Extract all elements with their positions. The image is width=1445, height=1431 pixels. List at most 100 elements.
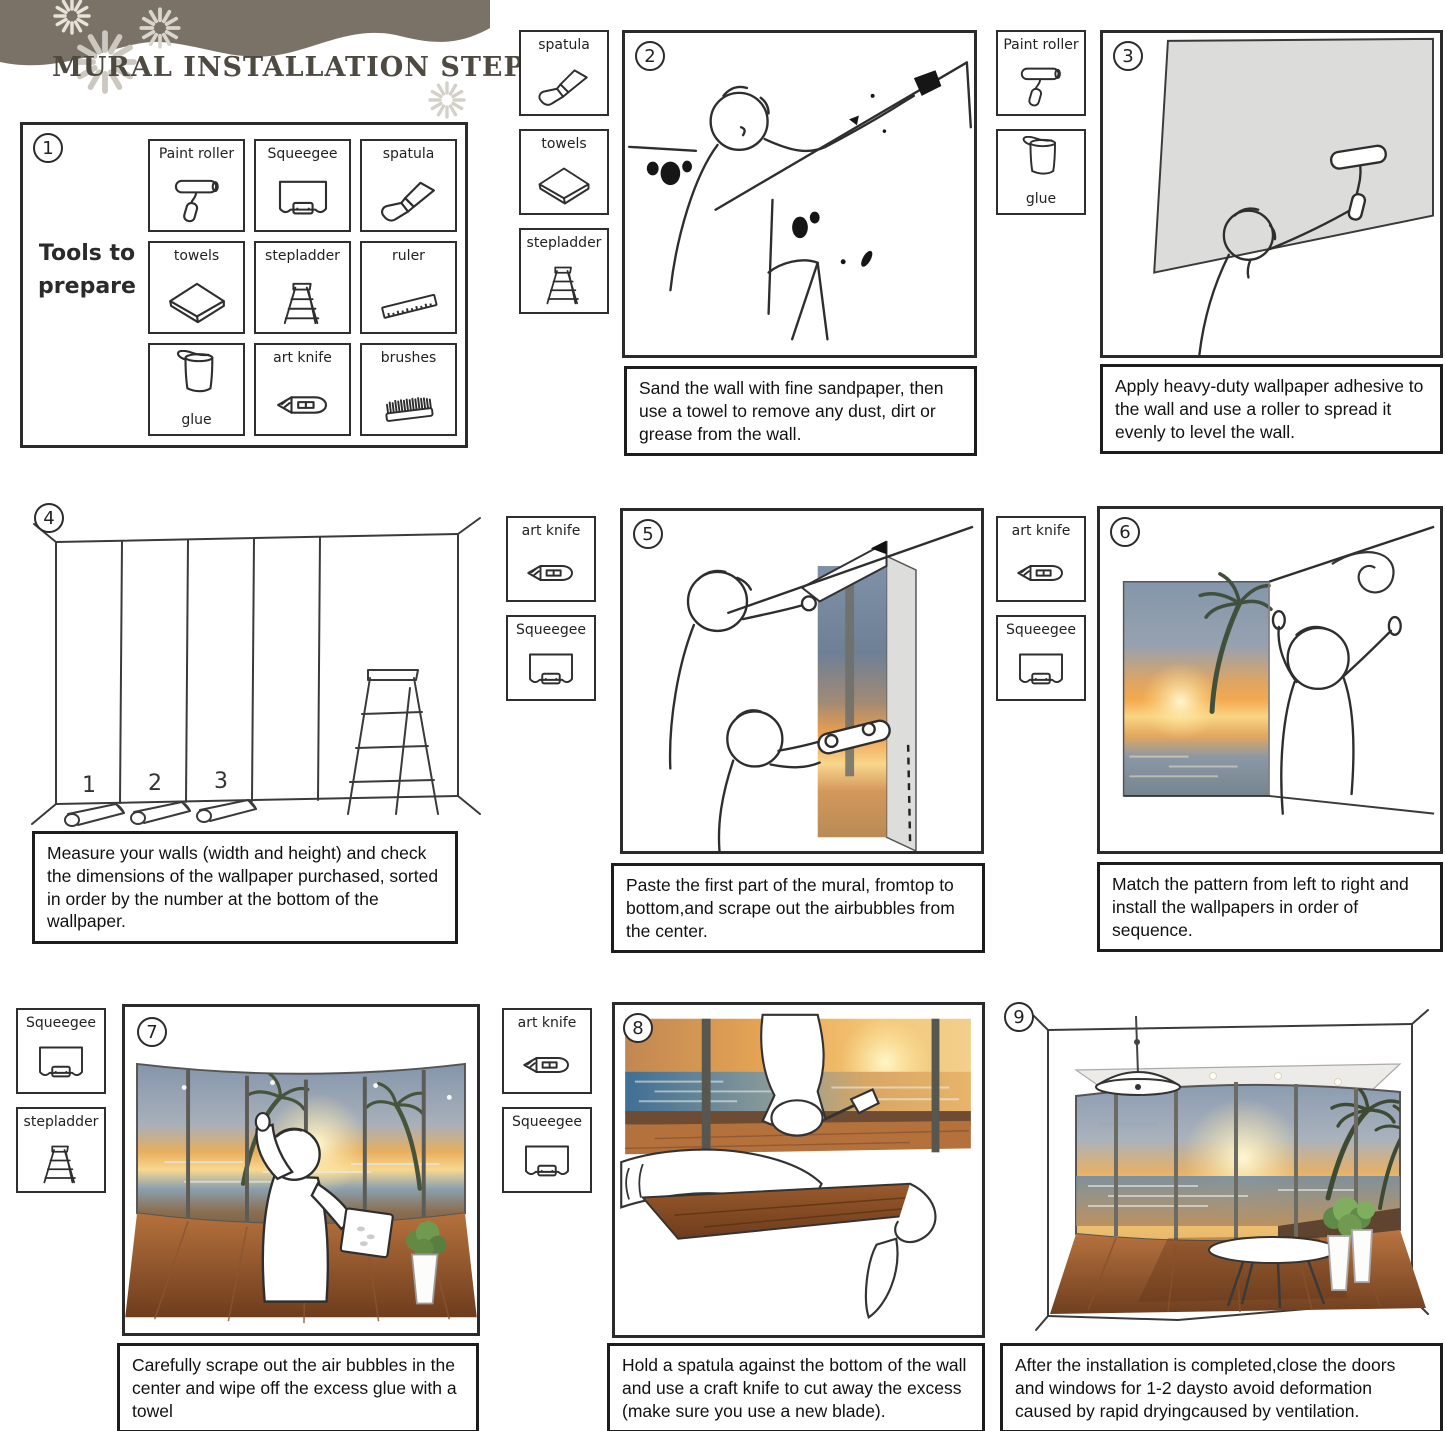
tool-label: stepladder	[23, 1114, 99, 1130]
measured-wall	[31, 517, 481, 825]
step-7-number: 7	[137, 1017, 167, 1047]
tool-label: art knife	[521, 523, 581, 539]
step-4-number: 4	[34, 503, 64, 533]
tool-card-art-knife: art knife	[996, 516, 1086, 602]
tool-card-ruler: ruler	[360, 241, 457, 334]
header-banner	[0, 0, 490, 119]
step-7-illustration	[125, 1062, 477, 1324]
tool-card-squeegee: Squeegee	[506, 615, 596, 701]
spatula-icon	[536, 66, 592, 108]
towel-icon	[166, 280, 228, 326]
step-9-illustration	[1033, 1009, 1429, 1331]
paint-roller	[1329, 144, 1387, 221]
squeegee-icon	[519, 1143, 575, 1185]
tool-card-squeegee: Squeegee	[254, 139, 351, 232]
tool-card-spatula: spatula	[519, 30, 609, 116]
step-9-caption: After the installation is completed,clos…	[1000, 1343, 1443, 1431]
step-5-tools: art knife Squeegee	[506, 516, 596, 701]
step-6-illustration	[1122, 525, 1435, 815]
glue-bucket-icon	[166, 350, 228, 396]
tool-label: glue	[181, 412, 212, 428]
step-2-number: 2	[635, 41, 665, 71]
step-2-caption: Sand the wall with fine sandpaper, then …	[624, 366, 977, 457]
step-8-caption: Hold a spatula against the bottom of the…	[607, 1343, 985, 1431]
tool-label: towels	[541, 136, 587, 152]
tool-label: ruler	[392, 248, 425, 264]
stepladder-icon	[33, 1143, 89, 1185]
palm-tree	[1198, 572, 1273, 714]
tool-card-glue: glue	[996, 129, 1086, 215]
window-mullion	[931, 1018, 940, 1153]
person-wiping	[254, 1111, 394, 1303]
step-8-tools: art knife Squeegee	[502, 1008, 592, 1193]
step-5-panel: 5	[620, 508, 984, 854]
step-9-number: 9	[1004, 1002, 1034, 1032]
step-5-illustration	[668, 525, 974, 851]
tool-card-towels: towels	[148, 241, 245, 334]
sea-streaks	[1129, 755, 1238, 778]
tool-label: art knife	[517, 1015, 577, 1031]
paint-roller-icon	[1013, 66, 1069, 108]
glass-glints	[181, 1080, 452, 1100]
step-8-panel: 8	[612, 1002, 985, 1338]
stepladder-icon	[536, 264, 592, 306]
ruler-icon	[378, 280, 440, 326]
floor-line	[1123, 794, 1435, 815]
step-4-illustration: 1 2 3	[31, 517, 481, 827]
window-frame-bar	[845, 579, 855, 777]
tool-card-squeegee: Squeegee	[16, 1008, 106, 1094]
art-knife-icon	[1013, 552, 1069, 594]
art-knife-icon	[523, 552, 579, 594]
step-5-number: 5	[633, 519, 663, 549]
art-knife-icon	[272, 382, 334, 428]
step-1-number: 1	[33, 133, 63, 163]
step-1-tools-box: 1 Tools to prepare Paint roller Squeegee…	[20, 122, 468, 448]
panel-number-3: 3	[214, 769, 228, 794]
tool-card-stepladder: stepladder	[519, 228, 609, 314]
person-upper	[668, 569, 817, 770]
step-5-caption: Paste the first part of the mural, fromt…	[611, 863, 985, 954]
squeegee-icon	[523, 651, 579, 693]
tool-label: glue	[1025, 191, 1057, 207]
step-2-illustration	[627, 61, 972, 341]
tool-label: Squeegee	[26, 1015, 96, 1031]
page-title: MURAL INSTALLATION STEPS	[52, 52, 546, 83]
tool-label: spatula	[538, 37, 590, 53]
step-3-caption: Apply heavy-duty wallpaper adhesive to t…	[1100, 364, 1443, 455]
potted-plants	[1323, 1197, 1375, 1291]
wallpaper-rolls	[64, 799, 257, 827]
step-7-panel: 7	[122, 1004, 480, 1336]
side-wall	[885, 555, 917, 851]
step-3-panel: 3	[1100, 30, 1443, 358]
step-6-caption: Match the pattern from left to right and…	[1097, 862, 1443, 953]
tool-label: brushes	[380, 350, 437, 366]
step-6-number: 6	[1110, 517, 1140, 547]
sun-glow	[1141, 662, 1220, 741]
step-4-caption: Measure your walls (width and height) an…	[32, 831, 458, 944]
panel-number-1: 1	[82, 773, 96, 798]
tool-card-paint-roller: Paint roller	[148, 139, 245, 232]
step-6-panel: 6	[1097, 506, 1443, 854]
spatula-icon	[378, 178, 440, 224]
tool-card-paint-roller: Paint roller	[996, 30, 1086, 116]
towel-sheet	[339, 1207, 394, 1259]
coffee-table	[1208, 1236, 1338, 1309]
step-7-tools: Squeegee stepladder	[16, 1008, 106, 1193]
stepladder-drawing	[347, 669, 439, 815]
tool-card-squeegee: Squeegee	[996, 615, 1086, 701]
tool-card-art-knife: art knife	[502, 1008, 592, 1094]
step-2-tools: spatula towels stepladder	[519, 30, 609, 314]
tool-label: towels	[173, 248, 220, 264]
person-lower	[717, 709, 829, 851]
squeegee-icon	[1013, 651, 1069, 693]
tool-card-glue: glue	[148, 343, 245, 436]
tool-label: Squeegee	[512, 1114, 582, 1130]
person-sanding	[669, 85, 916, 341]
tools-to-prepare-label: Tools to prepare	[38, 241, 136, 299]
potted-plant	[406, 1221, 447, 1305]
banner-wave-shape	[0, 0, 490, 66]
art-knife-icon	[519, 1044, 575, 1086]
tool-label: Squeegee	[267, 146, 338, 162]
step-7-caption: Carefully scrape out the air bubbles in …	[117, 1343, 479, 1431]
